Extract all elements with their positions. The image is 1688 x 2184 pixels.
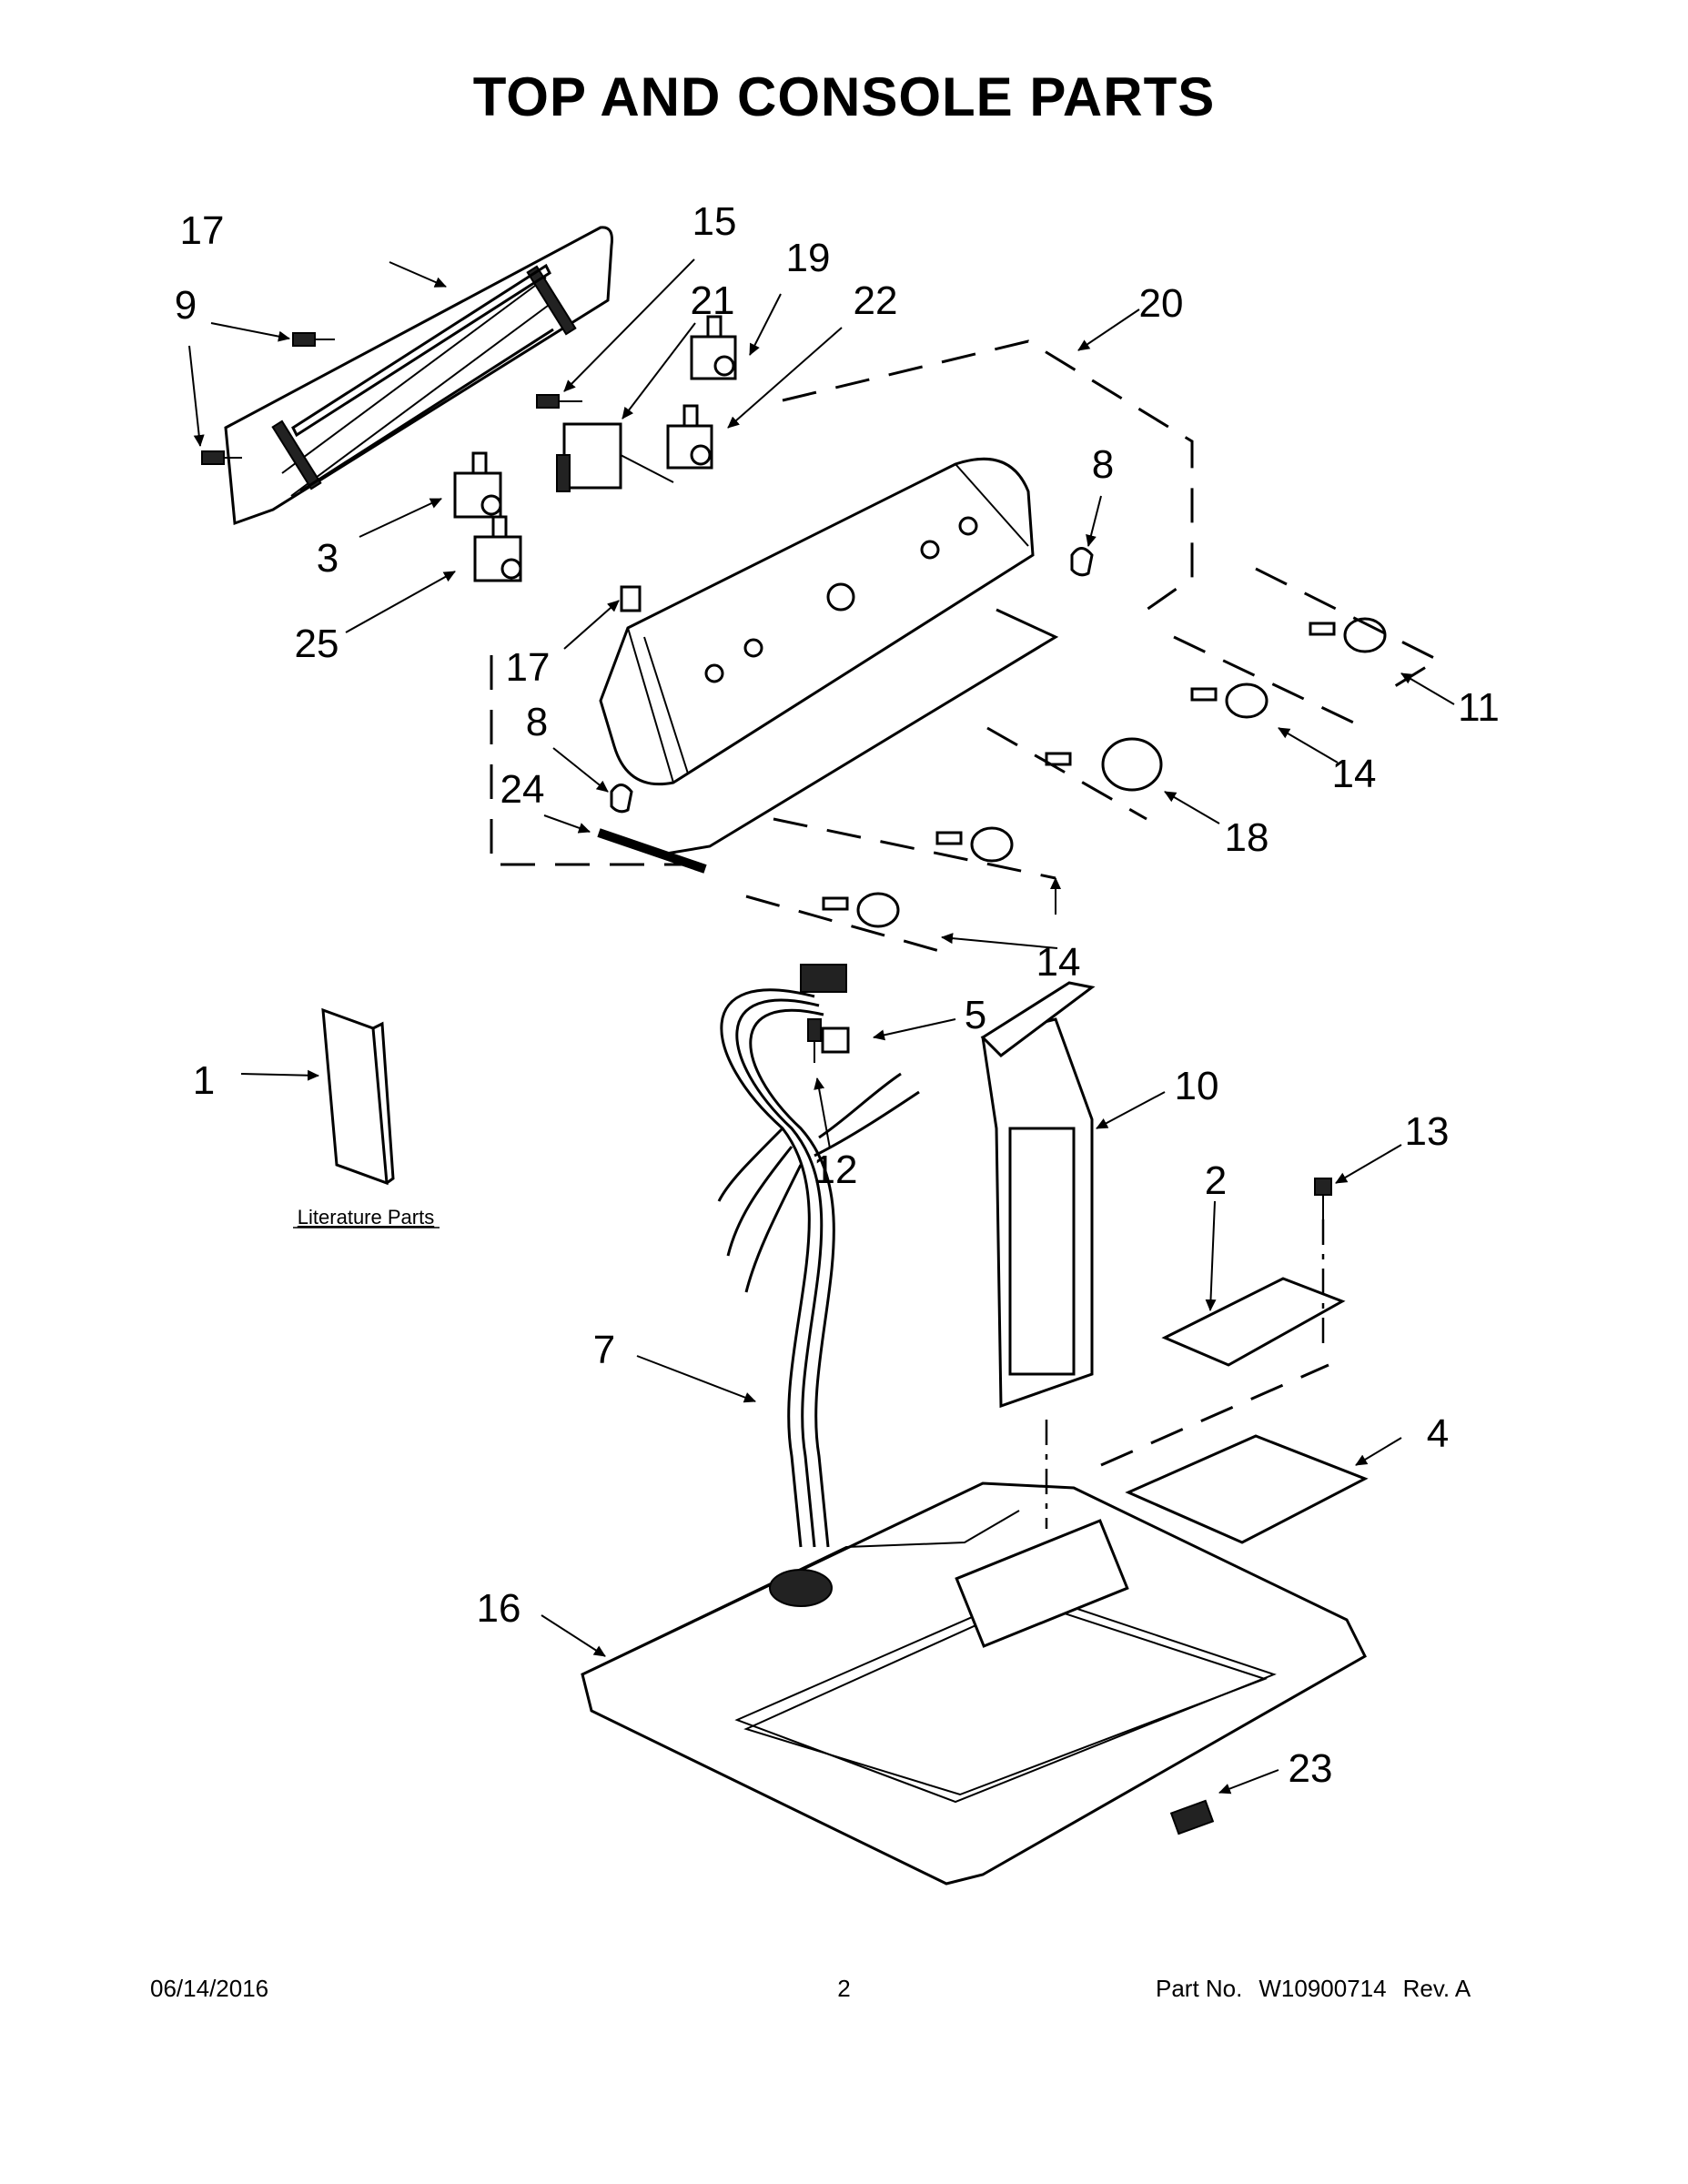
callout-1: 1 [193, 1058, 215, 1103]
page-title: TOP AND CONSOLE PARTS [472, 66, 1216, 127]
duct-icon [980, 981, 1096, 1409]
callout-11: 11 [1458, 685, 1500, 730]
screw-icon [536, 394, 582, 409]
callout-23: 23 [1289, 1746, 1333, 1791]
callout-18: 18 [1225, 815, 1269, 860]
clip-icon [1070, 547, 1094, 577]
console-housing [599, 457, 1035, 786]
switch-icon [453, 451, 502, 519]
callout-7: 7 [593, 1328, 615, 1372]
callout-17: 17 [506, 645, 551, 690]
callout-2: 2 [1205, 1158, 1227, 1203]
knob-icon [935, 826, 1014, 863]
callout-4: 4 [1427, 1411, 1449, 1456]
callout-5: 5 [965, 993, 986, 1037]
knob-icon [822, 892, 900, 928]
callout-16: 16 [477, 1586, 521, 1631]
knob-icon [1045, 737, 1163, 792]
callout-10: 10 [1175, 1064, 1219, 1108]
callout-25: 25 [295, 622, 339, 666]
console-rear-panel [224, 226, 613, 526]
callout-19: 19 [786, 236, 831, 280]
callout-24: 24 [500, 767, 545, 812]
callout-8: 8 [1092, 442, 1114, 487]
sheet-icon [1125, 1434, 1369, 1544]
callout-21: 21 [691, 278, 735, 323]
footer-page-number: 2 [837, 1975, 851, 2002]
callout-20: 20 [1139, 281, 1184, 326]
literature-parts-label: Literature Parts [298, 1206, 434, 1228]
clip-icon [610, 784, 633, 814]
callout-3: 3 [317, 536, 339, 581]
timer-icon [556, 422, 674, 492]
part-no-label: Part No. [1156, 1975, 1243, 2002]
knob-icon [1309, 617, 1387, 653]
switch-icon [666, 404, 713, 470]
callout-12: 12 [814, 1148, 858, 1192]
switch-icon [473, 515, 522, 582]
part-no-value: W10900714 [1258, 1975, 1387, 2002]
leader-lines [188, 258, 1455, 1795]
callout-14b: 14 [1036, 940, 1081, 985]
callout-8b: 8 [526, 700, 548, 744]
callout-6: 17 [180, 208, 225, 253]
clip-icon [620, 585, 642, 612]
wire-harness [717, 964, 920, 1548]
screw-icon [807, 1018, 822, 1063]
literature-book-icon [321, 1007, 395, 1186]
callout-22: 22 [854, 278, 898, 323]
revision: Rev. A [1402, 1975, 1471, 2002]
footer-part-number: Part No. W10900714 Rev. A [1156, 1975, 1471, 2003]
screw-icon [201, 450, 242, 465]
switch-icon [690, 315, 737, 380]
callout-13: 13 [1405, 1109, 1450, 1154]
callout-15: 15 [692, 199, 737, 244]
bracket-icon [1161, 1178, 1346, 1367]
dryer-top [581, 1363, 1367, 1886]
callout-14: 14 [1332, 752, 1377, 796]
footer-date: 06/14/2016 [150, 1975, 269, 2002]
screw-icon [292, 332, 335, 347]
knob-icon [1190, 682, 1269, 719]
callout-9: 9 [175, 283, 197, 328]
